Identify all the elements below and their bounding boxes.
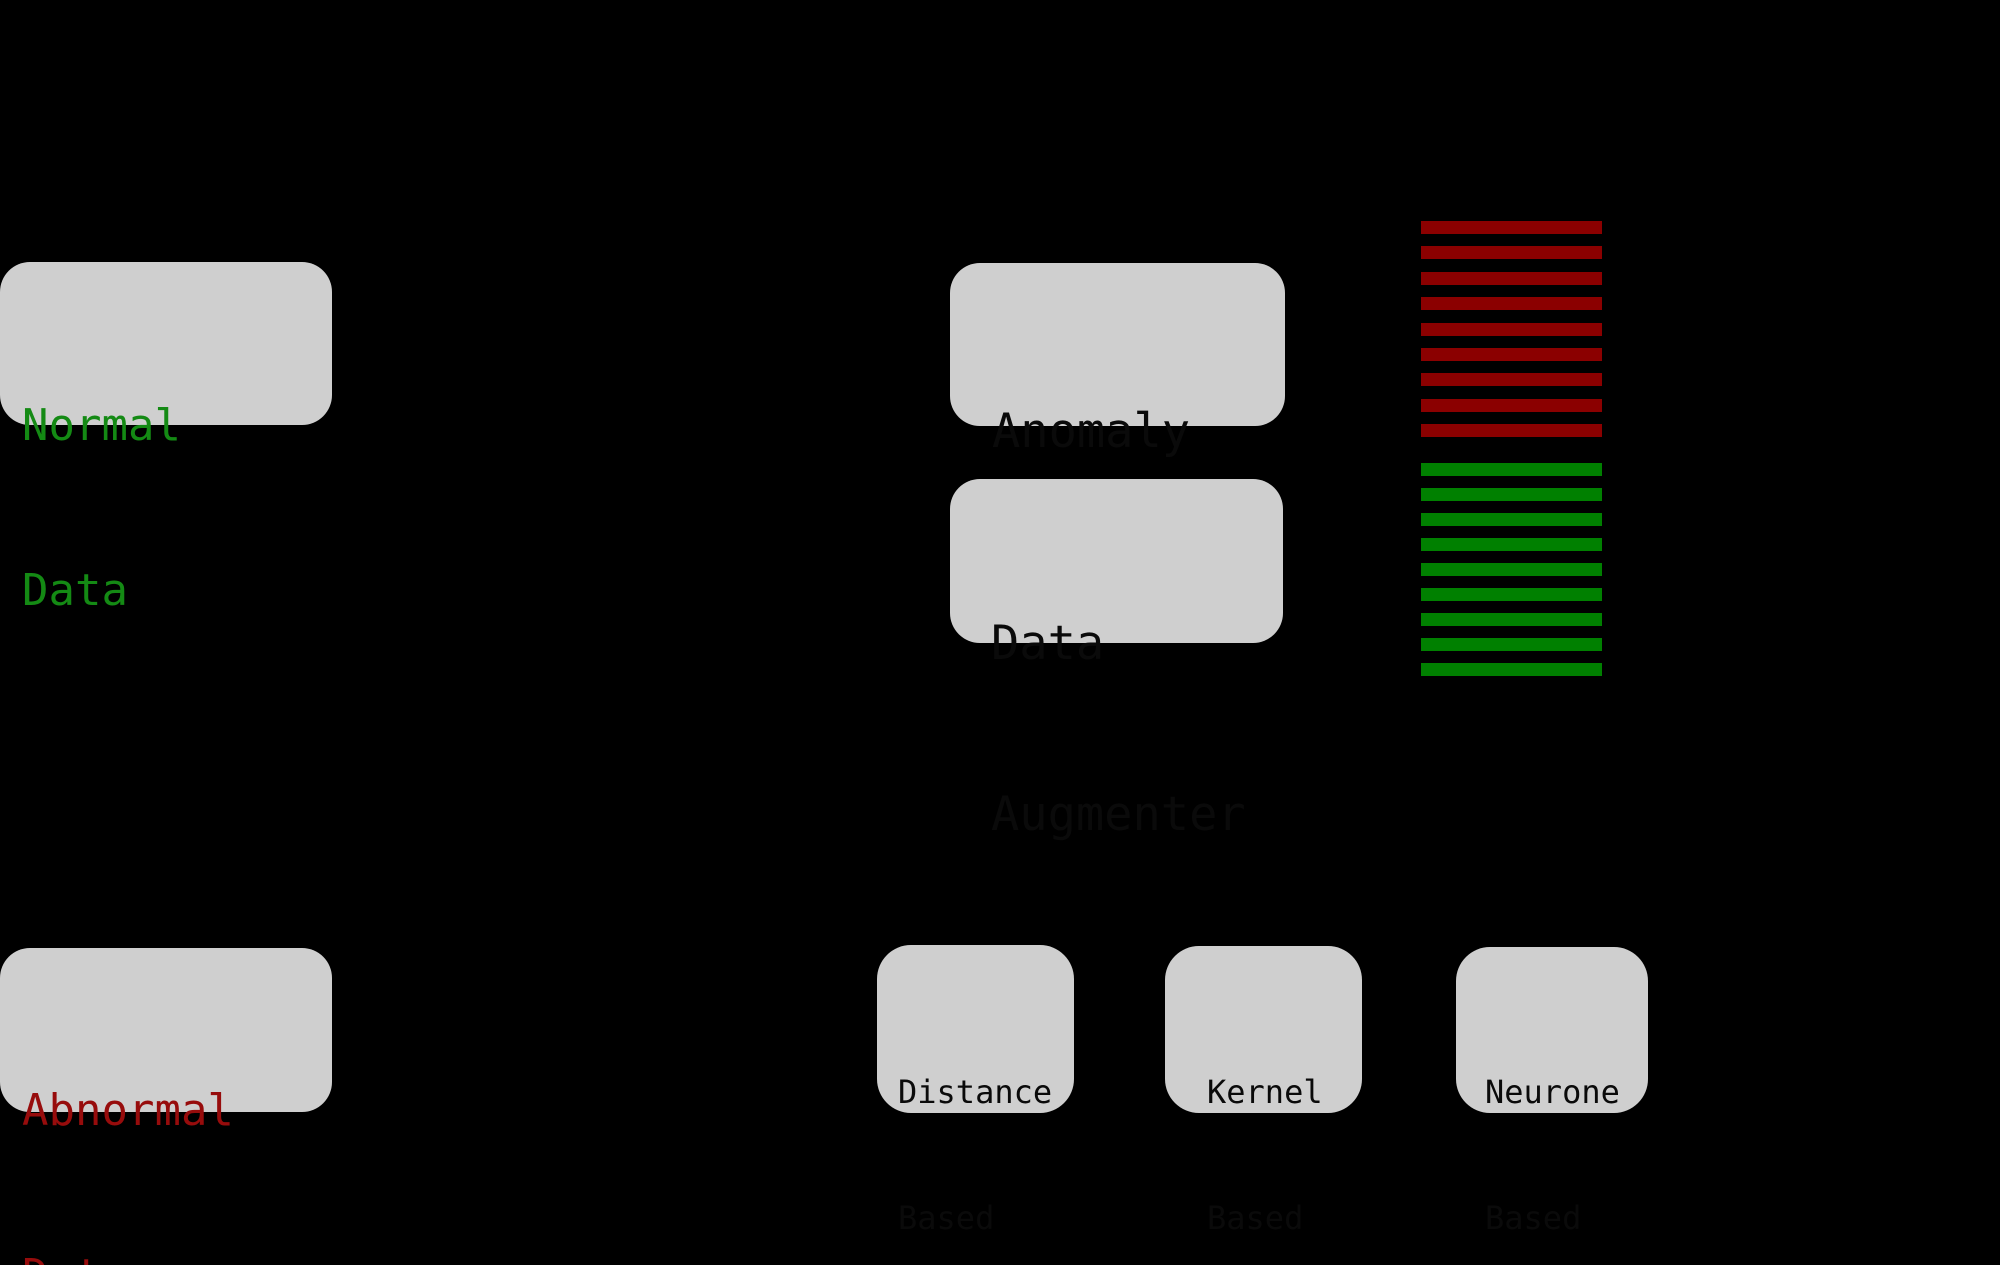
anomaly-generator-label-line1: Anomaly [992, 404, 1191, 459]
normal-sample-stripe [1421, 663, 1602, 677]
distance-based-label-line1: Distance [898, 1073, 1053, 1111]
normal-samples-stripe-group [1421, 463, 1602, 688]
data-augmenter-node: Data Augmenter [950, 479, 1283, 842]
anomaly-sample-stripe [1421, 347, 1602, 361]
normal-sample-stripe [1421, 488, 1602, 502]
neurone-based-node: Neurone Based [1456, 947, 1648, 1237]
anomaly-sample-stripe [1421, 297, 1602, 311]
abnormal-data-node: Abnormal Data [0, 948, 332, 1265]
anomaly-sample-stripe [1421, 373, 1602, 387]
data-augmenter-label-line2: Augmenter [991, 787, 1246, 842]
normal-sample-stripe [1421, 563, 1602, 577]
anomaly-sample-stripe [1421, 424, 1602, 438]
abnormal-data-label-line1: Abnormal [22, 1085, 234, 1136]
kernel-based-label-line1: Kernel [1207, 1073, 1323, 1111]
normal-sample-stripe [1421, 463, 1602, 476]
neurone-based-label-line2: Based [1485, 1199, 1582, 1237]
distance-based-label-line2: Based [898, 1199, 995, 1237]
anomaly-sample-stripe [1421, 246, 1602, 260]
distance-based-node: Distance Based [877, 945, 1074, 1237]
data-augmenter-label-line1: Data [991, 616, 1105, 671]
normal-data-label-line2: Data [22, 565, 128, 616]
anomaly-samples-stripe-group [1421, 221, 1602, 450]
normal-sample-stripe [1421, 538, 1602, 552]
normal-sample-stripe [1421, 588, 1602, 602]
normal-data-label-line1: Normal [22, 400, 181, 451]
anomaly-sample-stripe [1421, 221, 1602, 234]
normal-sample-stripe [1421, 513, 1602, 527]
normal-data-node: Normal Data [0, 262, 332, 616]
anomaly-sample-stripe [1421, 398, 1602, 412]
anomaly-sample-stripe [1421, 271, 1602, 285]
anomaly-sample-stripe [1421, 322, 1602, 336]
kernel-based-label-line2: Based [1207, 1199, 1304, 1237]
normal-sample-stripe [1421, 613, 1602, 627]
kernel-based-node: Kernel Based [1165, 946, 1362, 1237]
neurone-based-label-line1: Neurone [1485, 1073, 1620, 1111]
abnormal-data-label-line2: Data [22, 1248, 332, 1265]
anomaly-generator-node: Anomaly Generator [950, 263, 1285, 630]
normal-sample-stripe [1421, 638, 1602, 652]
